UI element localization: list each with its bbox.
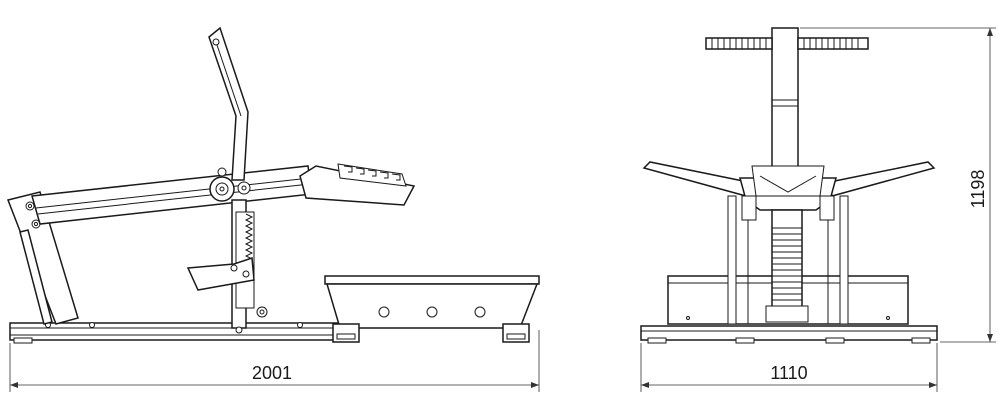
front-arms bbox=[642, 161, 936, 197]
rubber-feet bbox=[332, 323, 530, 343]
lever-handle bbox=[208, 26, 249, 181]
front-base bbox=[640, 325, 938, 344]
side-view: 2001 bbox=[6, 26, 540, 392]
seat-beam bbox=[31, 165, 313, 225]
dimension-height: 1198 bbox=[800, 27, 996, 343]
dimension-width-label: 1110 bbox=[770, 363, 807, 383]
dimension-length-label: 2001 bbox=[252, 363, 292, 383]
dimension-width: 1110 bbox=[640, 343, 938, 392]
front-ratchet bbox=[765, 209, 809, 323]
seat-pad bbox=[299, 163, 416, 206]
pivot-hub bbox=[209, 167, 251, 202]
dimension-length: 2001 bbox=[9, 330, 540, 392]
front-rails bbox=[727, 195, 849, 325]
front-seat-block bbox=[739, 165, 837, 221]
rear-upright bbox=[6, 191, 79, 325]
front-post bbox=[771, 27, 799, 179]
front-view: 1110 1198 bbox=[640, 27, 996, 392]
front-handlebar bbox=[705, 37, 869, 50]
foot-pedal bbox=[186, 256, 255, 291]
base-frame bbox=[9, 322, 341, 344]
weight-box bbox=[324, 275, 540, 329]
dimension-height-label: 1198 bbox=[968, 170, 988, 209]
